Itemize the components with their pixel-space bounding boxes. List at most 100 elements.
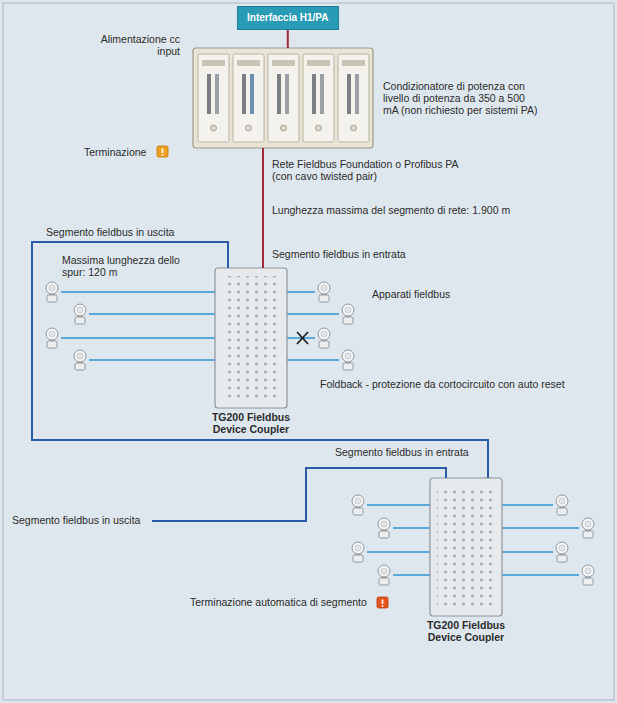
terminator-mark xyxy=(382,605,384,607)
rack-modules xyxy=(198,54,369,142)
module-bar xyxy=(285,74,289,114)
module-slot xyxy=(342,60,365,66)
module-bar xyxy=(347,74,351,114)
annotation-label: Alimentazione cc input xyxy=(84,33,180,57)
module-led xyxy=(211,125,217,131)
fieldbus-device xyxy=(352,495,364,515)
terminator-icon xyxy=(157,146,168,157)
frame xyxy=(3,3,614,700)
x-stroke xyxy=(297,332,308,344)
terminator-mark xyxy=(382,600,384,605)
spur-line xyxy=(367,504,430,506)
annotation-label: Segmento fieldbus in uscita xyxy=(46,226,174,238)
x-stroke xyxy=(297,332,308,344)
fieldbus-device xyxy=(352,542,364,562)
rack-module xyxy=(198,54,229,142)
annotation-label: Segmento fieldbus in entrata xyxy=(272,248,406,260)
terminator-mark xyxy=(162,154,164,156)
spur-line xyxy=(502,527,579,529)
module-bar xyxy=(250,74,254,114)
spur-line xyxy=(287,359,339,361)
spur-line xyxy=(502,504,553,506)
annotation-label: Terminazione automatica di segmento xyxy=(190,596,367,608)
fieldbus-device xyxy=(556,542,568,562)
fieldbus-cable xyxy=(32,242,488,478)
terminator-square xyxy=(377,597,388,608)
device-coupler: TG200 Fieldbus Device Coupler xyxy=(215,268,287,408)
interface-box: Interfaccia H1/PA xyxy=(237,6,339,30)
annotation-label: Lunghezza massima del segmento di rete: … xyxy=(272,204,592,216)
spur-line xyxy=(287,313,339,315)
power-conditioner-rack xyxy=(193,48,373,148)
module-bar xyxy=(355,74,359,114)
spur-line xyxy=(502,574,579,576)
spur-line xyxy=(393,574,430,576)
device-coupler: TG200 Fieldbus Device Coupler xyxy=(430,478,502,616)
module-bar xyxy=(242,74,246,114)
fieldbus-device xyxy=(556,495,568,515)
module-bar xyxy=(320,74,324,114)
annotation-label: Massima lunghezza dello spur: 120 m xyxy=(62,254,180,278)
module-bar xyxy=(277,74,281,114)
terminal-grid xyxy=(222,276,280,400)
annotation-label: Segmento fieldbus in uscita xyxy=(12,514,140,526)
spur-line xyxy=(61,291,215,293)
spur-line xyxy=(367,551,430,553)
fieldbus-device xyxy=(342,350,354,370)
outgoing-segment-line xyxy=(152,468,446,521)
module-led xyxy=(281,125,287,131)
spur-cables xyxy=(46,282,594,585)
fieldbus-device xyxy=(582,518,594,538)
fieldbus-cable xyxy=(287,30,289,48)
rack-module xyxy=(303,54,334,142)
annotation-label: Rete Fieldbus Foundation o Profibus PA (… xyxy=(272,158,477,182)
power-conditioner: Condizionatore di potenza con livello di… xyxy=(193,48,373,148)
fieldbus-device xyxy=(74,350,86,370)
coupler-body xyxy=(215,268,287,408)
spur-line xyxy=(502,551,553,553)
fieldbus-device xyxy=(74,304,86,324)
node-text: TG200 Fieldbus Device Coupler xyxy=(410,619,522,643)
module-slot xyxy=(272,60,295,66)
module-led xyxy=(351,125,357,131)
coupler-body xyxy=(430,478,502,616)
node-text: TG200 Fieldbus Device Coupler xyxy=(195,411,307,435)
spur-line xyxy=(89,313,215,315)
module-slot xyxy=(237,60,260,66)
module-led xyxy=(316,125,322,131)
fieldbus-device xyxy=(582,565,594,585)
device-coupler xyxy=(215,268,287,408)
node-text: Interfaccia H1/PA xyxy=(247,12,329,24)
module-bar xyxy=(215,74,219,114)
rack-body xyxy=(193,48,373,148)
fieldbus-device xyxy=(318,282,330,302)
fieldbus-cable xyxy=(262,148,264,268)
spur-line xyxy=(61,337,215,339)
fieldbus-device xyxy=(342,304,354,324)
annotation-label: Terminazione xyxy=(84,146,146,158)
rack-module xyxy=(233,54,264,142)
spur-line xyxy=(287,291,315,293)
fieldbus-device xyxy=(378,518,390,538)
terminal-grid xyxy=(437,486,495,608)
terminator-icon xyxy=(377,597,388,608)
fieldbus-device xyxy=(378,565,390,585)
annotation-label: Apparati fieldbus xyxy=(372,288,450,300)
terminator-square xyxy=(157,146,168,157)
module-slot xyxy=(307,60,330,66)
module-led xyxy=(246,125,252,131)
spur-line xyxy=(393,527,430,529)
rack-module xyxy=(268,54,299,142)
rack-module xyxy=(338,54,369,142)
device-coupler xyxy=(430,478,502,616)
fieldbus-device xyxy=(318,328,330,348)
node-text: Condizionatore di potenza con livello di… xyxy=(383,80,541,116)
module-bar xyxy=(207,74,211,114)
spur-line xyxy=(89,359,215,361)
annotation-label: Foldback - protezione da cortocircuito c… xyxy=(320,378,610,390)
short-circuit-mark xyxy=(297,332,308,344)
annotation-label: Segmento fieldbus in entrata xyxy=(335,446,469,458)
module-bar xyxy=(312,74,316,114)
terminator-mark xyxy=(162,149,164,154)
